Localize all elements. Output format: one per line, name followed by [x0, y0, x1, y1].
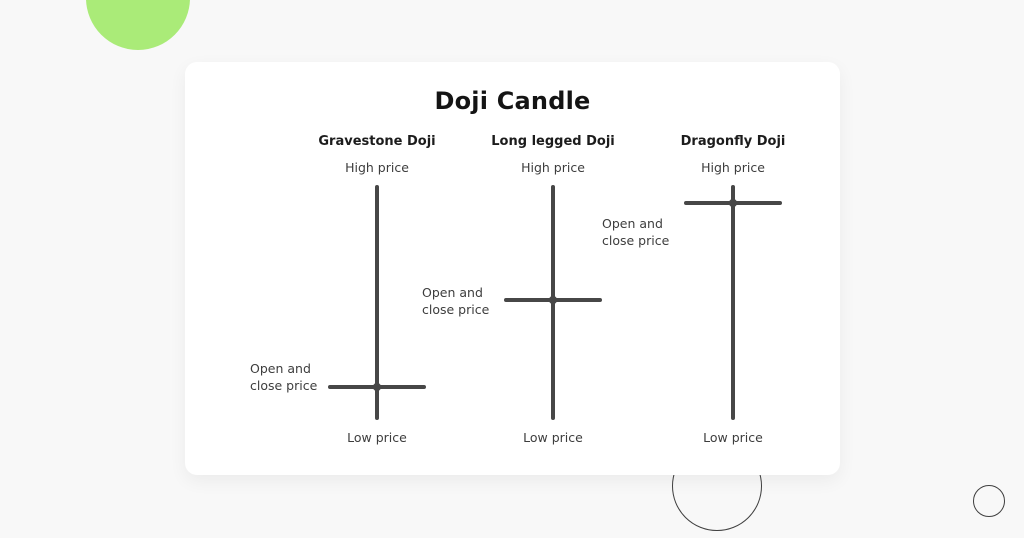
open-close-marker: [547, 294, 559, 306]
open-close-label-line1: Open and: [250, 361, 311, 376]
open-close-label-gravestone: Open and close price: [250, 360, 317, 394]
small-outline-circle-decoration: [973, 485, 1005, 517]
open-close-label-long-legged: Open and close price: [422, 284, 489, 318]
high-price-label: High price: [521, 160, 585, 175]
high-price-label: High price: [345, 160, 409, 175]
candle-wick: [731, 185, 735, 420]
open-close-label-line2: close price: [422, 302, 490, 317]
open-close-label-line1: Open and: [422, 285, 483, 300]
high-price-label: High price: [701, 160, 765, 175]
candle-name-long-legged: Long legged Doji: [491, 134, 615, 149]
candle-wick: [375, 185, 379, 420]
open-close-marker: [727, 197, 739, 209]
candle-name-dragonfly: Dragonfly Doji: [680, 134, 786, 149]
open-close-label-line1: Open and: [602, 216, 663, 231]
open-close-marker: [371, 381, 383, 393]
low-price-label: Low price: [523, 430, 583, 445]
open-close-label-line2: close price: [250, 378, 318, 393]
doji-candle-card: Doji Candle Gravestone Doji High price L…: [185, 62, 840, 475]
green-circle-decoration: [86, 0, 190, 50]
page-title: Doji Candle: [434, 87, 591, 115]
open-close-label-dragonfly: Open and close price: [602, 215, 669, 249]
low-price-label: Low price: [347, 430, 407, 445]
open-close-label-line2: close price: [602, 233, 670, 248]
low-price-label: Low price: [703, 430, 763, 445]
candle-name-gravestone: Gravestone Doji: [318, 134, 436, 149]
